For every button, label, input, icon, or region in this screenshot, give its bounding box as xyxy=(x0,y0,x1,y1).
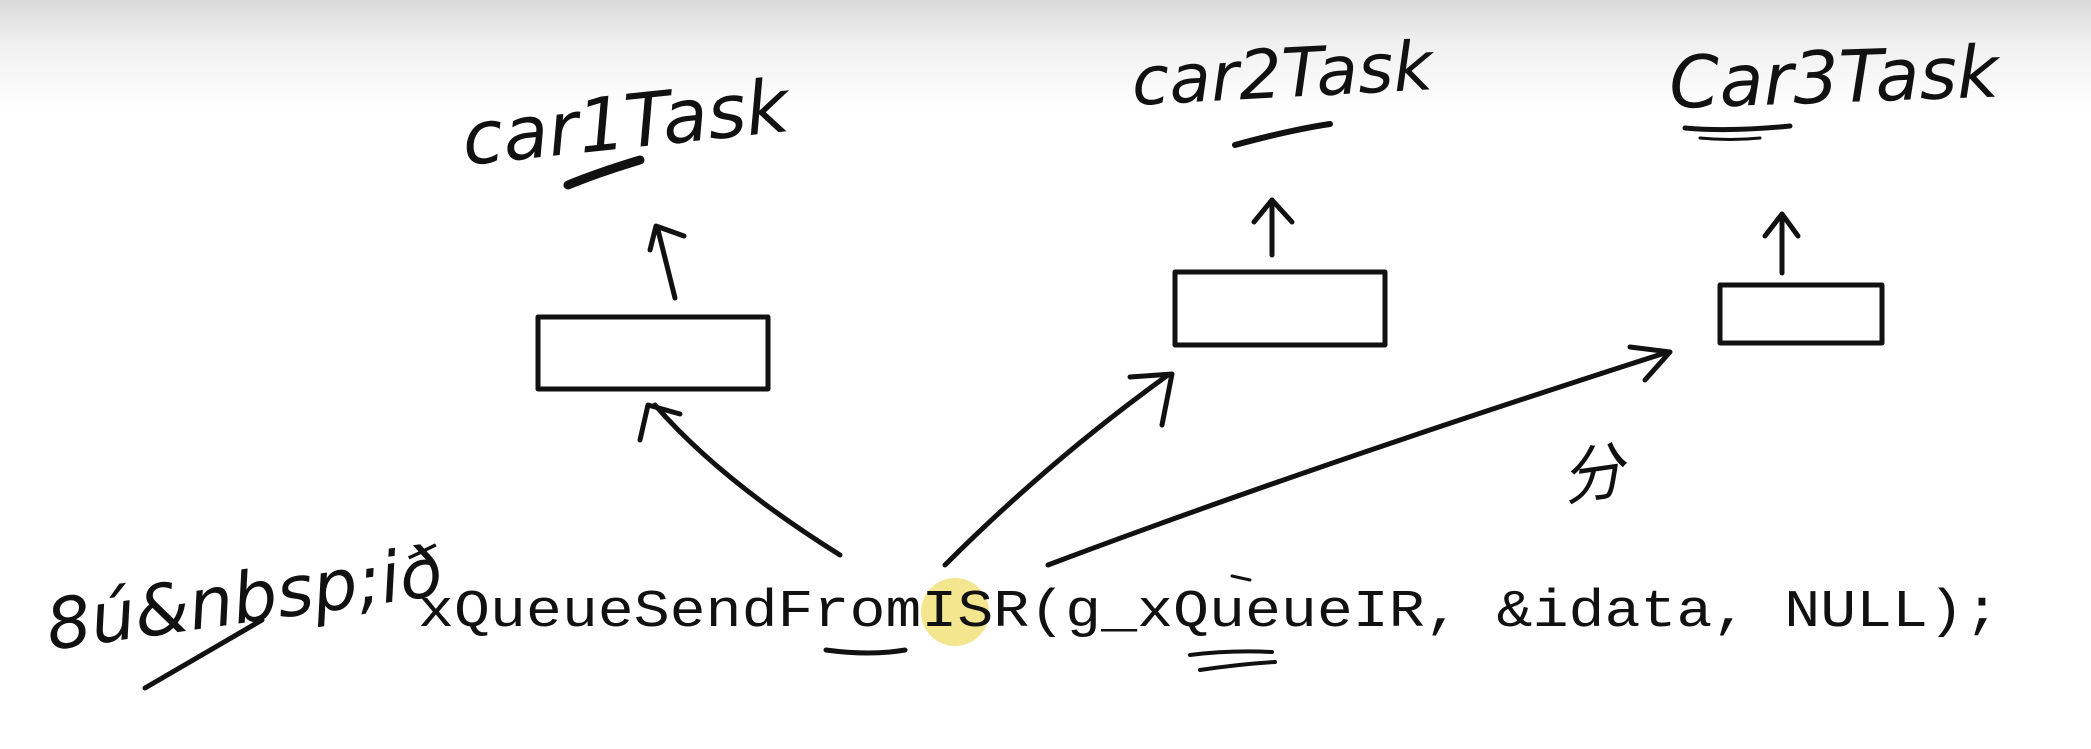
queue-box-2 xyxy=(1172,269,1388,348)
underline-car3 xyxy=(1682,123,1793,133)
arrow-to-queue-3 xyxy=(1045,344,1673,568)
left-note-underline xyxy=(142,617,265,691)
up-arrow-2 xyxy=(1251,197,1295,258)
cursor-highlight xyxy=(921,578,989,646)
queue-box-1 xyxy=(535,314,771,392)
task-label-car3: Car3Task xyxy=(1668,29,2004,125)
queue-box-3 xyxy=(1717,282,1885,346)
arrow-to-queue-2 xyxy=(942,371,1175,568)
left-handwritten-note: 8ú&nbsp;ið xyxy=(41,530,448,667)
arrow-to-queue-1 xyxy=(637,402,843,558)
task-label-car2: car2Task xyxy=(1130,27,1437,122)
tick-mark-queue xyxy=(1230,574,1252,582)
underline-car3-second xyxy=(1698,136,1762,141)
underline-car1 xyxy=(563,155,645,190)
side-note-fen: 分 xyxy=(1557,433,1634,515)
up-arrow-1 xyxy=(647,223,687,301)
underline-car2 xyxy=(1232,121,1333,148)
code-line: xQueueSendFromISR(g_xQueueIR, &idata, NU… xyxy=(418,582,2000,642)
underline-from-isr xyxy=(823,647,908,656)
underline-queue-handle xyxy=(1188,649,1274,657)
up-arrow-3 xyxy=(1762,211,1801,276)
underline-queue-handle-second xyxy=(1198,660,1277,672)
